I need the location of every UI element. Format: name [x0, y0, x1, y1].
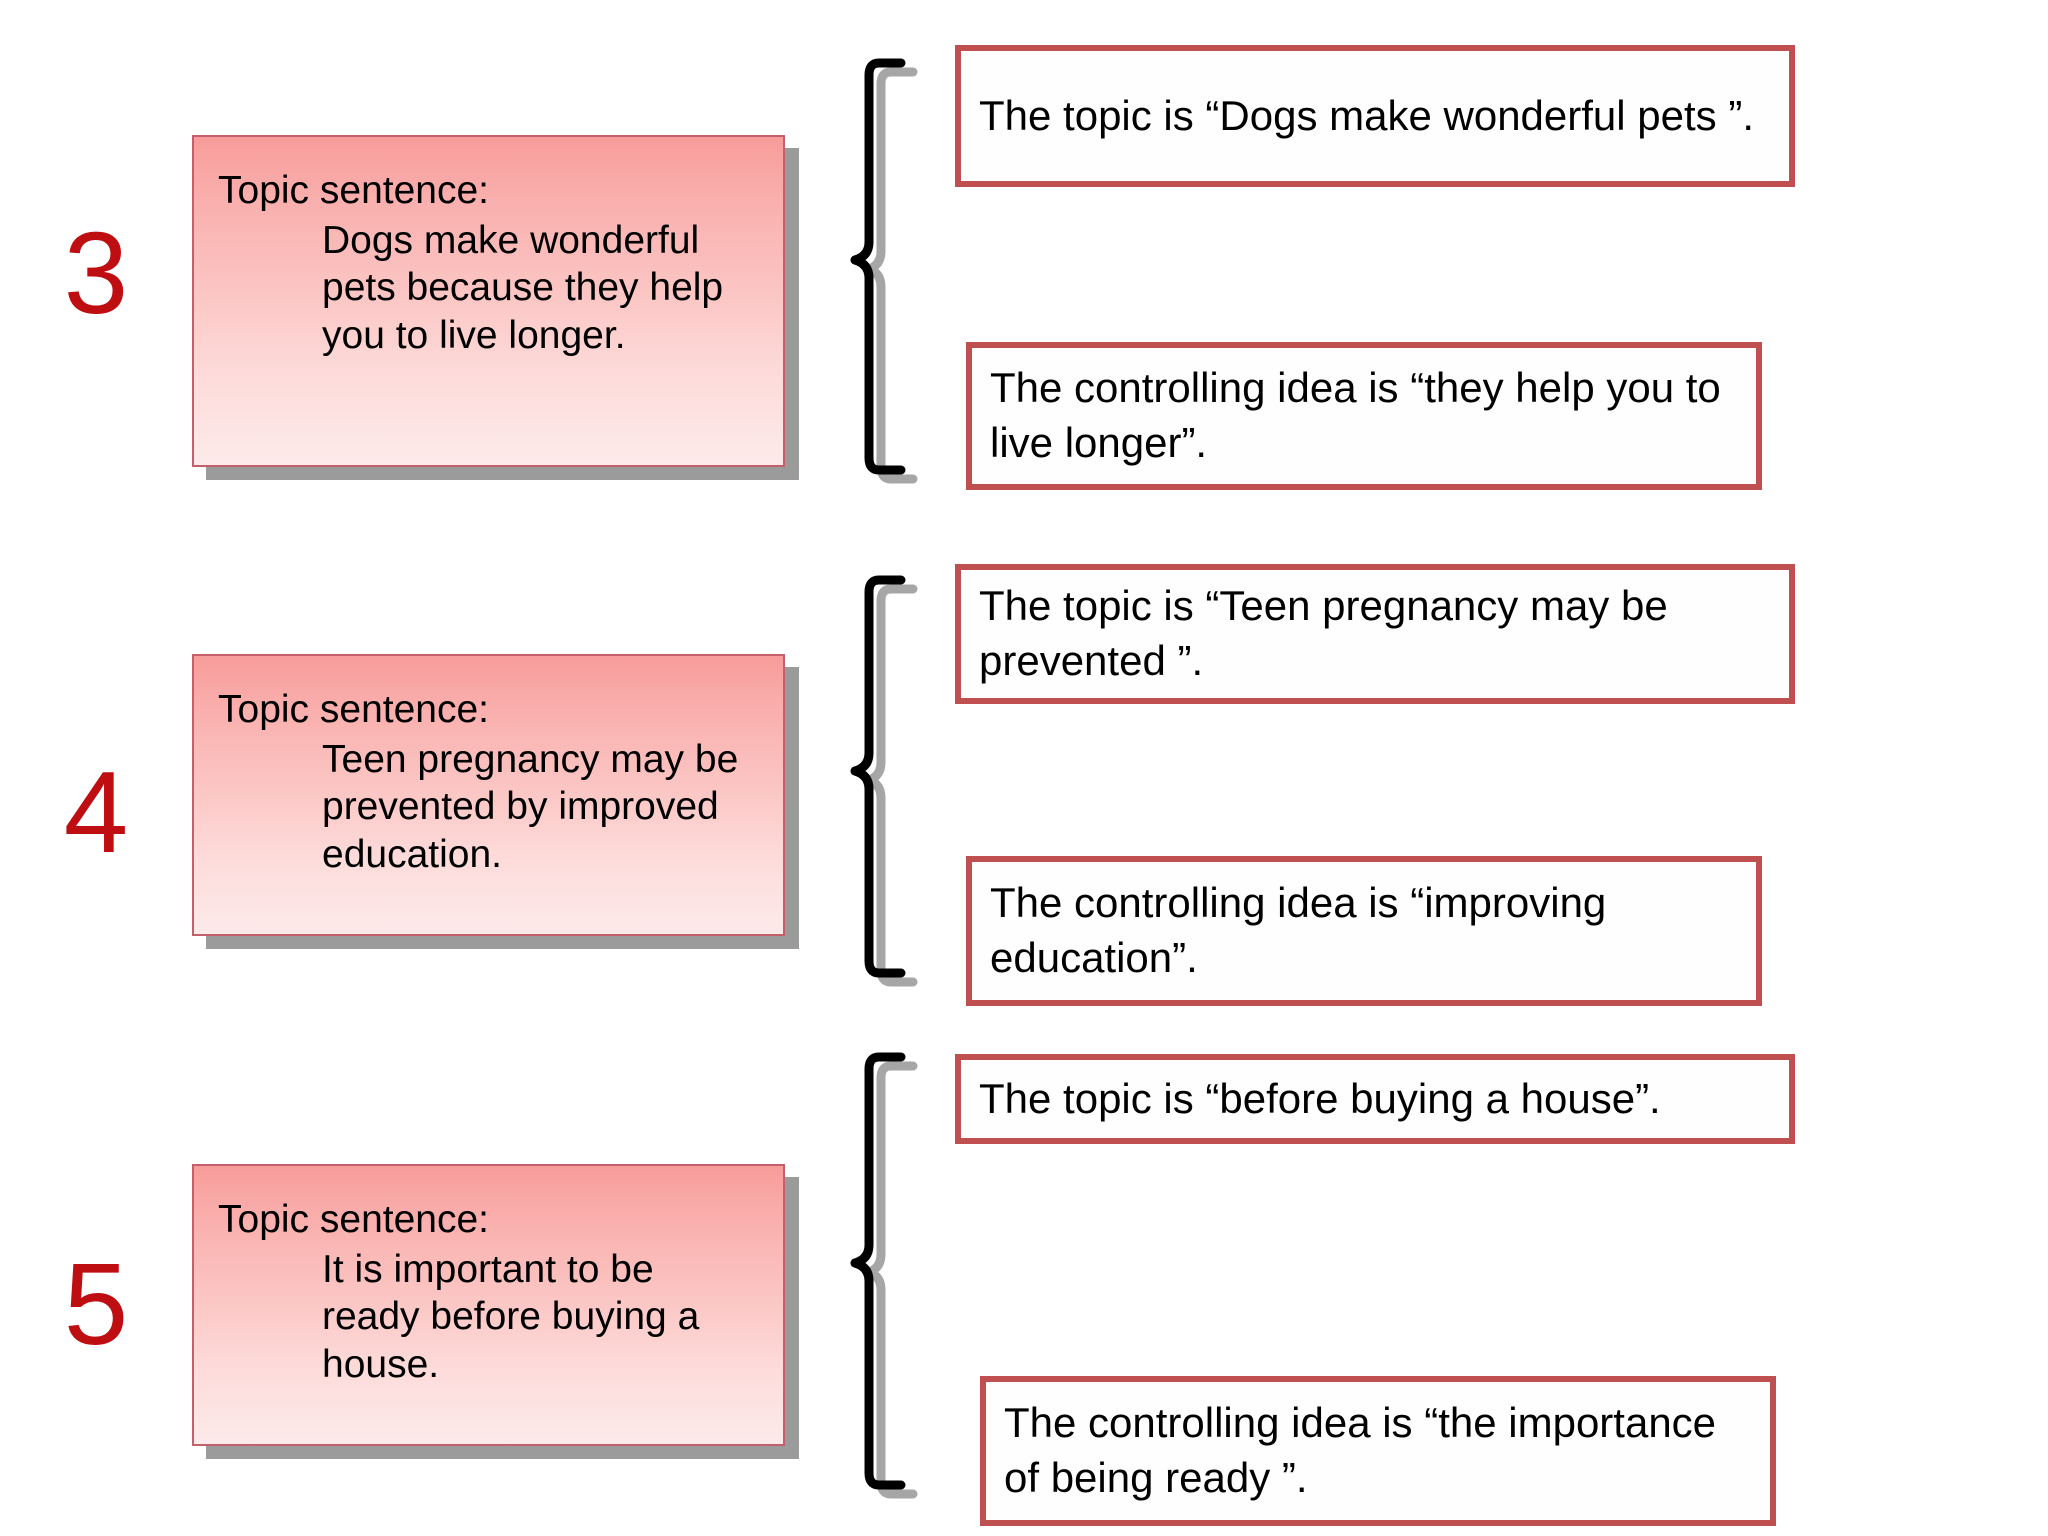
card-surface: Topic sentence: Teen pregnancy may be pr… — [192, 654, 785, 936]
topic-box-5: The topic is “before buying a house”. — [955, 1054, 1795, 1144]
topic-box-text-4: The topic is “Teen pregnancy may be prev… — [979, 582, 1668, 684]
topic-box-text-3: The topic is “Dogs make wonderful pets ”… — [979, 91, 1754, 139]
card-surface: Topic sentence: It is important to be re… — [192, 1164, 785, 1446]
card-body-5: It is important to be ready before buyin… — [322, 1247, 700, 1386]
topic-sentence-row-3: 3 Topic sentence: Dogs make wonderful pe… — [0, 0, 2048, 512]
topic-sentence-row-4: 4 Topic sentence: Teen pregnancy may be … — [0, 512, 2048, 1024]
card-label-5: Topic sentence: — [218, 1198, 490, 1241]
card-text: Topic sentence: It is important to be re… — [194, 1166, 783, 1408]
topic-box-3: The topic is “Dogs make wonderful pets ”… — [955, 45, 1795, 187]
card-label-4: Topic sentence: — [218, 688, 490, 731]
card-text: Topic sentence: Dogs make wonderful pets… — [194, 137, 783, 379]
topic-sentence-row-5: 5 Topic sentence: It is important to be … — [0, 1024, 2048, 1536]
topic-sentence-card-4: Topic sentence: Teen pregnancy may be pr… — [192, 654, 799, 949]
row-numeral-4: 4 — [63, 747, 129, 877]
controlling-idea-text-4: The controlling idea is “improving educa… — [990, 879, 1607, 981]
controlling-idea-box-5: The controlling idea is “the importance … — [980, 1376, 1776, 1526]
controlling-idea-box-3: The controlling idea is “they help you t… — [966, 342, 1762, 490]
topic-sentence-card-5: Topic sentence: It is important to be re… — [192, 1164, 799, 1459]
brace-4 — [850, 575, 918, 987]
topic-box-text-5: The topic is “before buying a house”. — [979, 1074, 1661, 1122]
card-label-3: Topic sentence: — [218, 169, 490, 212]
topic-box-4: The topic is “Teen pregnancy may be prev… — [955, 564, 1795, 704]
card-body-4: Teen pregnancy may be prevented by impro… — [322, 737, 739, 876]
brace-3 — [850, 58, 918, 484]
brace-5 — [850, 1052, 918, 1499]
row-numeral-5: 5 — [63, 1239, 129, 1369]
card-body-3: Dogs make wonderful pets because they he… — [322, 218, 724, 357]
controlling-idea-box-4: The controlling idea is “improving educa… — [966, 856, 1762, 1006]
row-numeral-3: 3 — [63, 208, 129, 338]
controlling-idea-text-5: The controlling idea is “the importance … — [1004, 1399, 1717, 1501]
card-text: Topic sentence: Teen pregnancy may be pr… — [194, 656, 783, 898]
controlling-idea-text-3: The controlling idea is “they help you t… — [990, 364, 1721, 466]
card-surface: Topic sentence: Dogs make wonderful pets… — [192, 135, 785, 467]
topic-sentence-card-3: Topic sentence: Dogs make wonderful pets… — [192, 135, 799, 480]
